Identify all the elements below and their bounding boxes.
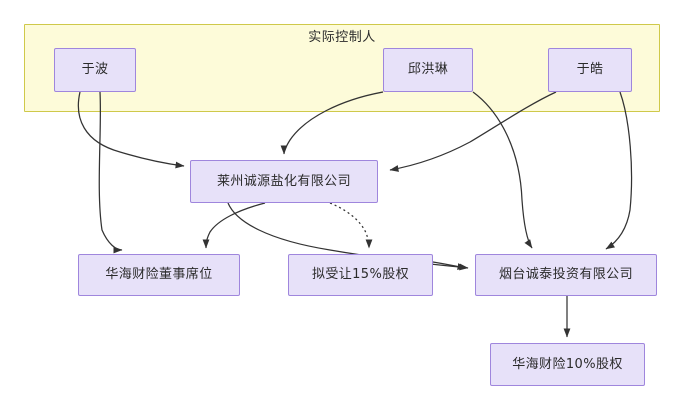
edge-yubo-to-huahai-seat <box>98 91 123 254</box>
edge-laizhou-to-transfer15-dotted <box>329 202 373 249</box>
edge-yuhao-to-yantai <box>605 91 633 250</box>
node-huahai-board-seat[interactable]: 华海财险董事席位 <box>78 254 240 296</box>
node-huahai-10-percent[interactable]: 华海财险10%股权 <box>490 343 645 386</box>
node-transfer-15-percent[interactable]: 拟受让15%股权 <box>288 254 433 296</box>
node-qiuhonglin[interactable]: 邱洪琳 <box>383 48 473 92</box>
node-huahai-10-percent-label: 华海财险10%股权 <box>512 356 623 372</box>
node-yantai-chengtai-label: 烟台诚泰投资有限公司 <box>498 267 633 282</box>
edge-transfer15-to-yantai <box>432 261 467 270</box>
node-laizhou-chengyuan-label: 莱州诚源盐化有限公司 <box>216 173 351 189</box>
node-yuhao-label: 于皓 <box>576 62 604 77</box>
node-yubo-label: 于波 <box>81 62 109 77</box>
node-laizhou-chengyuan[interactable]: 莱州诚源盐化有限公司 <box>190 160 378 203</box>
edge-qiuhonglin-to-yantai <box>472 91 533 249</box>
node-huahai-board-seat-label: 华海财险董事席位 <box>105 267 213 282</box>
node-yuhao[interactable]: 于皓 <box>548 48 632 92</box>
group-actual-controller-label: 实际控制人 <box>308 30 376 45</box>
node-qiuhonglin-label: 邱洪琳 <box>407 62 449 77</box>
edge-laizhou-to-huahai-seat <box>202 202 266 249</box>
node-transfer-15-percent-label: 拟受让15%股权 <box>311 267 410 282</box>
node-yubo[interactable]: 于波 <box>54 48 136 92</box>
node-yantai-chengtai[interactable]: 烟台诚泰投资有限公司 <box>475 254 657 296</box>
